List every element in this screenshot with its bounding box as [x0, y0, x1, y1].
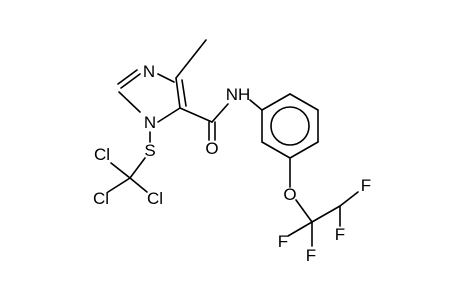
atom-cl-left: Cl — [93, 189, 109, 208]
bond-c4-methyl — [175, 39, 207, 79]
bond-ar1-ar2 — [261, 93, 291, 111]
bonds — [107, 39, 359, 247]
bond-c5-c4-a — [175, 77, 181, 109]
atom-o-ether: O — [283, 185, 296, 204]
bond-n1-c5 — [157, 107, 181, 123]
atom-s: S — [144, 141, 155, 160]
atom-labels: N N S Cl Cl Cl O NH O F F F F — [93, 62, 371, 265]
atom-n3: N — [143, 62, 155, 81]
bond-c-cl1 — [110, 162, 131, 179]
bond-c5-c4-b — [181, 79, 187, 107]
bond-cf2-f2 — [287, 221, 313, 237]
aromatic-ring-circle — [270, 106, 310, 146]
bond-nh-ring — [249, 99, 263, 111]
atom-n1: N — [144, 113, 156, 132]
bond-ar5-ar6 — [261, 141, 291, 159]
atom-f-upper-right: F — [361, 176, 371, 195]
bond-c-cl2 — [107, 177, 131, 193]
bond-s-c — [129, 157, 146, 179]
atom-f-left: F — [278, 232, 288, 251]
bond-chf2-f4 — [339, 191, 359, 207]
atom-f-lower-right: F — [335, 225, 345, 244]
bond-carbonyl-nh — [211, 103, 229, 123]
bond-o-cf2 — [295, 199, 313, 223]
bond-ar2-ar3 — [289, 93, 319, 111]
bond-cf2-chf2 — [311, 205, 341, 223]
bond-c4-n3 — [157, 73, 175, 83]
atom-o-carbonyl: O — [205, 139, 218, 158]
bond-c5-carbonyl — [179, 107, 213, 123]
bond-c-cl3 — [129, 177, 148, 193]
bond-c2-n1 — [118, 91, 141, 113]
bond-n3-c2-a — [120, 73, 141, 89]
atom-f-bottom: F — [306, 246, 316, 265]
atom-nh: NH — [226, 85, 251, 104]
atom-cl-top: Cl — [94, 145, 110, 164]
atom-cl-right: Cl — [147, 189, 163, 208]
bond-ar4-ar5 — [289, 141, 319, 159]
bond-n3-c2-b — [117, 69, 138, 85]
